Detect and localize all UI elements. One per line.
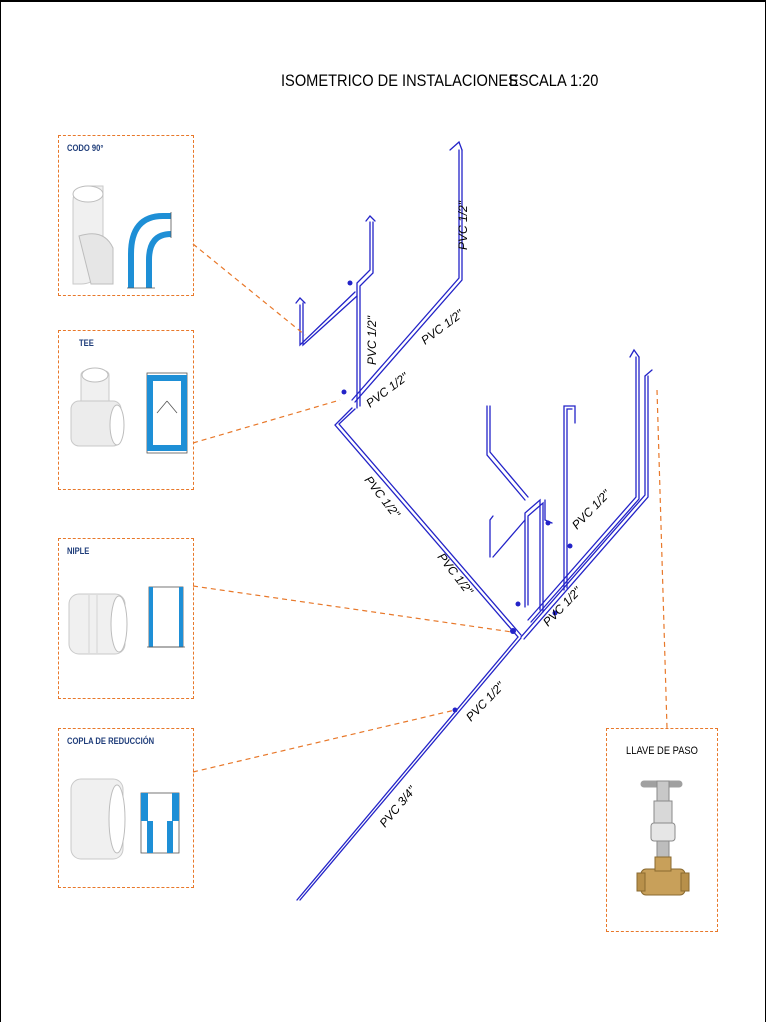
pipe-label: PVC 1/2"	[435, 550, 477, 598]
pipe-label: PVC 1/2"	[418, 306, 466, 347]
pipe-label: PVC 1/2"	[456, 200, 470, 250]
leader-llave	[656, 389, 668, 729]
fitting-box-llave: LLAVE DE PASO	[606, 728, 718, 932]
pipe-network	[295, 140, 653, 901]
fitting-box-copla: COPLA DE REDUCCIÓN	[58, 728, 194, 888]
tee-fitting-icon	[70, 367, 188, 454]
fitting-label-niple: NIPLE	[67, 546, 90, 557]
pipe-inner-riser-d	[489, 515, 494, 558]
pipe-label: PVC 1/2"	[365, 315, 379, 365]
fitting-label-tee: TEE	[79, 338, 94, 349]
drawing-title: ISOMETRICO DE INSTALACIONES ESCALA 1:20	[0, 71, 768, 95]
pipe-label: PVC 3/4"	[377, 783, 420, 830]
pipe-main-3-4	[296, 636, 519, 901]
pipe-labels: PVC 1/2" PVC 1/2" PVC 1/2" PVC 1/2" PVC …	[362, 200, 614, 830]
leader-tee	[192, 399, 341, 444]
pipe-label: PVC 1/2"	[363, 369, 411, 410]
valve-label: LLAVE DE PASO	[626, 745, 698, 757]
pipe-right-run	[520, 375, 646, 638]
nipple-fitting-icon	[68, 586, 185, 655]
pipe-inner-riser-b	[563, 405, 576, 591]
pipe-inner-riser-c	[486, 405, 526, 501]
pipe-label: PVC 1/2"	[463, 679, 508, 724]
fitting-box-codo: CODO 90°	[58, 135, 194, 296]
elbow-fitting-icon	[72, 185, 172, 289]
leader-codo	[192, 243, 306, 336]
fitting-box-tee: TEE	[58, 330, 194, 490]
pipe-branch-298	[299, 291, 356, 347]
fitting-label-copla: COPLA DE REDUCCIÓN	[67, 736, 155, 747]
fitting-box-niple: NIPLE	[58, 538, 194, 699]
title-scale: ESCALA 1:20	[509, 71, 599, 90]
pipe-right-run-2	[527, 356, 637, 621]
stop-valve-icon	[636, 780, 690, 896]
fitting-markers	[341, 280, 573, 713]
pipe-left-branch	[334, 407, 519, 638]
title-main: ISOMETRICO DE INSTALACIONES	[281, 71, 518, 90]
reducer-coupling-icon	[70, 778, 180, 860]
pipe-upper-run	[351, 149, 460, 401]
pipe-riser-left	[356, 221, 371, 409]
pipe-inner-riser-a	[524, 498, 541, 611]
leader-lines	[192, 243, 668, 773]
pipe-label: PVC 1/2"	[569, 487, 614, 532]
fitting-label-codo: CODO 90°	[67, 143, 104, 154]
